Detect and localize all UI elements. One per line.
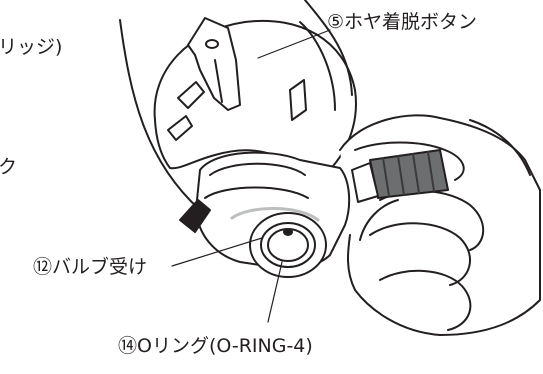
hand bbox=[339, 114, 541, 336]
callout-partial-mid: ク bbox=[0, 156, 18, 178]
leader-line-14 bbox=[267, 261, 283, 323]
leader-lines bbox=[171, 29, 331, 323]
chimney-outline bbox=[119, 19, 201, 211]
vent-slot bbox=[289, 79, 307, 121]
leader-line-12 bbox=[171, 237, 263, 267]
callout-o-ring: ⑭Oリング(O-RING-4) bbox=[118, 335, 313, 357]
adjustment-knob bbox=[351, 149, 449, 203]
callout-release-button: ⑤ホヤ着脱ボタン bbox=[327, 11, 478, 33]
vent-slot bbox=[177, 81, 205, 109]
leader-line-5 bbox=[257, 29, 331, 59]
callout-partial-top: リッジ) bbox=[0, 36, 63, 58]
valve-receiver bbox=[249, 212, 327, 278]
release-button bbox=[187, 17, 241, 111]
callout-valve-receiver: ⑫バルブ受け bbox=[33, 256, 148, 278]
vent-slot bbox=[167, 115, 193, 141]
chimney-outline-right bbox=[304, 0, 353, 96]
